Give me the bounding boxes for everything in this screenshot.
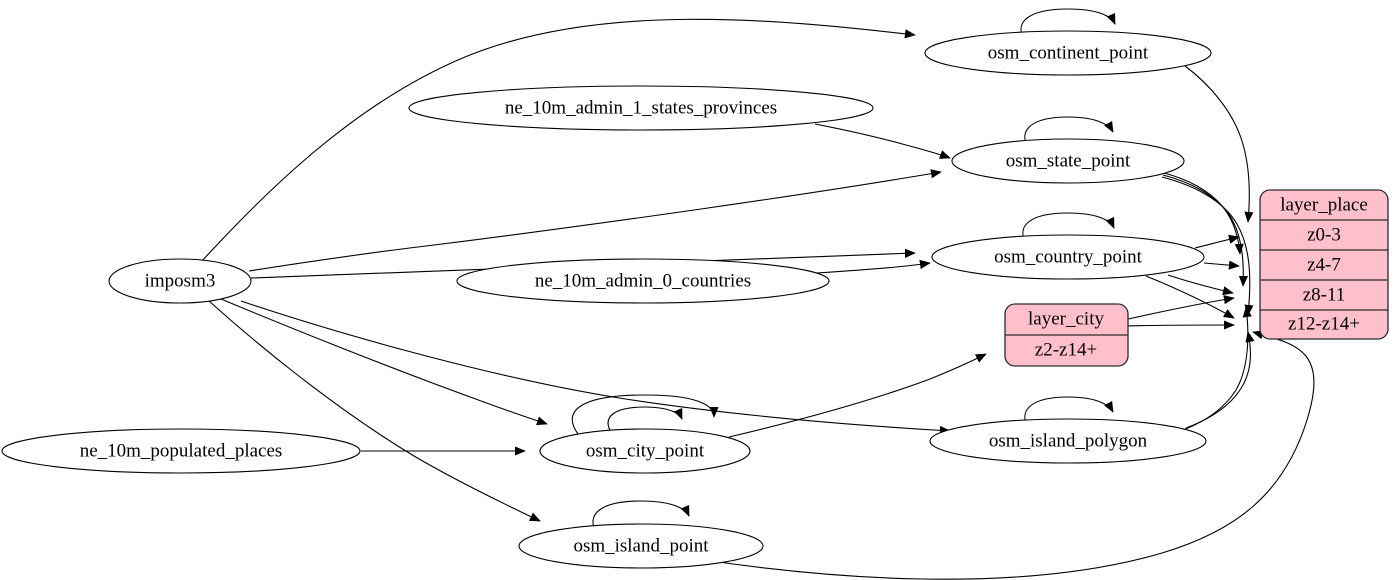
node-osm_city_point[interactable]: osm_city_point <box>539 428 751 474</box>
node-shape-osm_island_polygon <box>929 418 1207 464</box>
record-node-layer_place[interactable]: layer_place z0-3 z4-7 z8-11 z12-z14+ <box>1259 189 1389 340</box>
record-title-layer_place: layer_place <box>1280 194 1368 215</box>
edge-self-loop-osm_state_point <box>1024 116 1114 148</box>
edge-imposm3-to-osm_island_point <box>208 300 541 522</box>
node-label-osm_state_point: osm_state_point <box>1006 150 1131 171</box>
record-row-layer_city-z2-z14plus[interactable]: z2-z14+ <box>1035 339 1097 360</box>
edge-osm_country_point-to-layer_place-z0-3 <box>1194 234 1240 249</box>
record-node-layer: layer_place z0-3 z4-7 z8-11 z12-z14+ lay… <box>1004 189 1389 367</box>
record-box-layer_place <box>1259 189 1389 340</box>
edge-self-loop-osm_island_point <box>592 500 690 533</box>
node-label-ne_10m_admin_1_states_provinces: ne_10m_admin_1_states_provinces <box>505 97 777 118</box>
record-row-layer_place-z12-z14plus[interactable]: z12-z14+ <box>1288 313 1360 334</box>
edge-self-loop-osm_island_polygon <box>1024 396 1114 428</box>
edge-osm_continent_point-to-layer_place-z0-3 <box>1184 65 1254 223</box>
node-osm_state_point[interactable]: osm_state_point <box>951 138 1185 184</box>
edge-self-loop-osm_country_point <box>1022 212 1115 244</box>
edge-imposm3-to-osm_continent_point <box>200 18 916 263</box>
node-label-osm_country_point: osm_country_point <box>994 246 1142 267</box>
node-osm_country_point[interactable]: osm_country_point <box>931 234 1205 280</box>
node-shape-osm_continent_point <box>924 30 1212 76</box>
edge-osm_island_point-to-layer_place-z12-z14+ <box>697 330 1315 580</box>
node-shape-osm_country_point <box>931 234 1205 280</box>
node-shape-osm_state_point <box>951 138 1185 184</box>
node-label-ne_10m_populated_places: ne_10m_populated_places <box>80 440 283 461</box>
node-osm_island_polygon[interactable]: osm_island_polygon <box>929 418 1207 464</box>
node-label-osm_city_point: osm_city_point <box>586 440 705 461</box>
node-label-imposm3: imposm3 <box>145 270 216 291</box>
record-node-layer_city[interactable]: layer_city z2-z14+ <box>1004 303 1129 367</box>
node-shape-osm_city_point <box>539 428 751 474</box>
edge-ne_10m_admin_0_countries-to-osm_country_point <box>815 259 931 274</box>
node-shape-ne_10m_populated_places <box>1 428 361 474</box>
node-layer: imposm3 ne_10m_admin_1_states_provinces … <box>1 30 1212 569</box>
edge-osm_country_point-to-layer_place-z4-7 <box>1203 260 1240 270</box>
record-row-layer_place-z0-3[interactable]: z0-3 <box>1307 224 1341 245</box>
edge-self-loop-inner-osm_city_point <box>607 406 683 433</box>
record-row-layer_place-z4-7[interactable]: z4-7 <box>1307 254 1341 275</box>
edge-layer <box>200 8 1315 580</box>
record-row-layer_place-z8-11[interactable]: z8-11 <box>1303 284 1346 305</box>
node-shape-ne_10m_admin_0_countries <box>456 258 830 304</box>
edge-imposm3-to-osm_state_point <box>248 169 942 272</box>
node-label-osm_island_polygon: osm_island_polygon <box>989 430 1148 451</box>
edge-layer_city-to-layer_place-z12-z14+ <box>1127 320 1235 330</box>
node-osm_island_point[interactable]: osm_island_point <box>518 523 764 569</box>
record-title-layer_city: layer_city <box>1028 308 1104 329</box>
node-shape-ne_10m_admin_1_states_provinces <box>408 85 874 131</box>
edge-self-loop-outer-osm_city_point <box>571 394 719 435</box>
edge-imposm3-to-osm_city_point <box>220 298 548 426</box>
node-ne_10m_admin_1_states_provinces[interactable]: ne_10m_admin_1_states_provinces <box>408 85 874 131</box>
edge-osm_island_polygon-to-layer_place-z12-z14+ <box>1185 331 1255 429</box>
node-shape-imposm3 <box>108 258 252 304</box>
edge-self-loop-osm_continent_point <box>1020 8 1116 40</box>
edge-osm_country_point-to-layer_place-z12-z14+ <box>1145 275 1235 319</box>
edge-osm_state_point-to-layer_place-z12-z14+ <box>1161 176 1254 316</box>
node-osm_continent_point[interactable]: osm_continent_point <box>924 30 1212 76</box>
node-shape-osm_island_point <box>518 523 764 569</box>
edge-osm_state_point-to-layer_place-z8-11 <box>1162 174 1249 287</box>
edge-osm_country_point-to-layer_place-z8-11 <box>1167 274 1234 296</box>
edge-ne_10m_admin_1_states_provinces-to-osm_state_point <box>814 123 951 159</box>
edge-imposm3-to-osm_island_polygon <box>240 300 951 435</box>
edge-layer_city-to-layer_place-z8-11 <box>1127 295 1235 320</box>
node-ne_10m_admin_0_countries[interactable]: ne_10m_admin_0_countries <box>456 258 830 304</box>
edge-osm_city_point-to-layer_city-z2-z14+ <box>728 353 987 438</box>
node-label-ne_10m_admin_0_countries: ne_10m_admin_0_countries <box>535 270 751 291</box>
node-label-osm_island_point: osm_island_point <box>573 535 709 556</box>
node-label-osm_continent_point: osm_continent_point <box>988 42 1149 63</box>
node-ne_10m_populated_places[interactable]: ne_10m_populated_places <box>1 428 361 474</box>
node-imposm3[interactable]: imposm3 <box>108 258 252 304</box>
